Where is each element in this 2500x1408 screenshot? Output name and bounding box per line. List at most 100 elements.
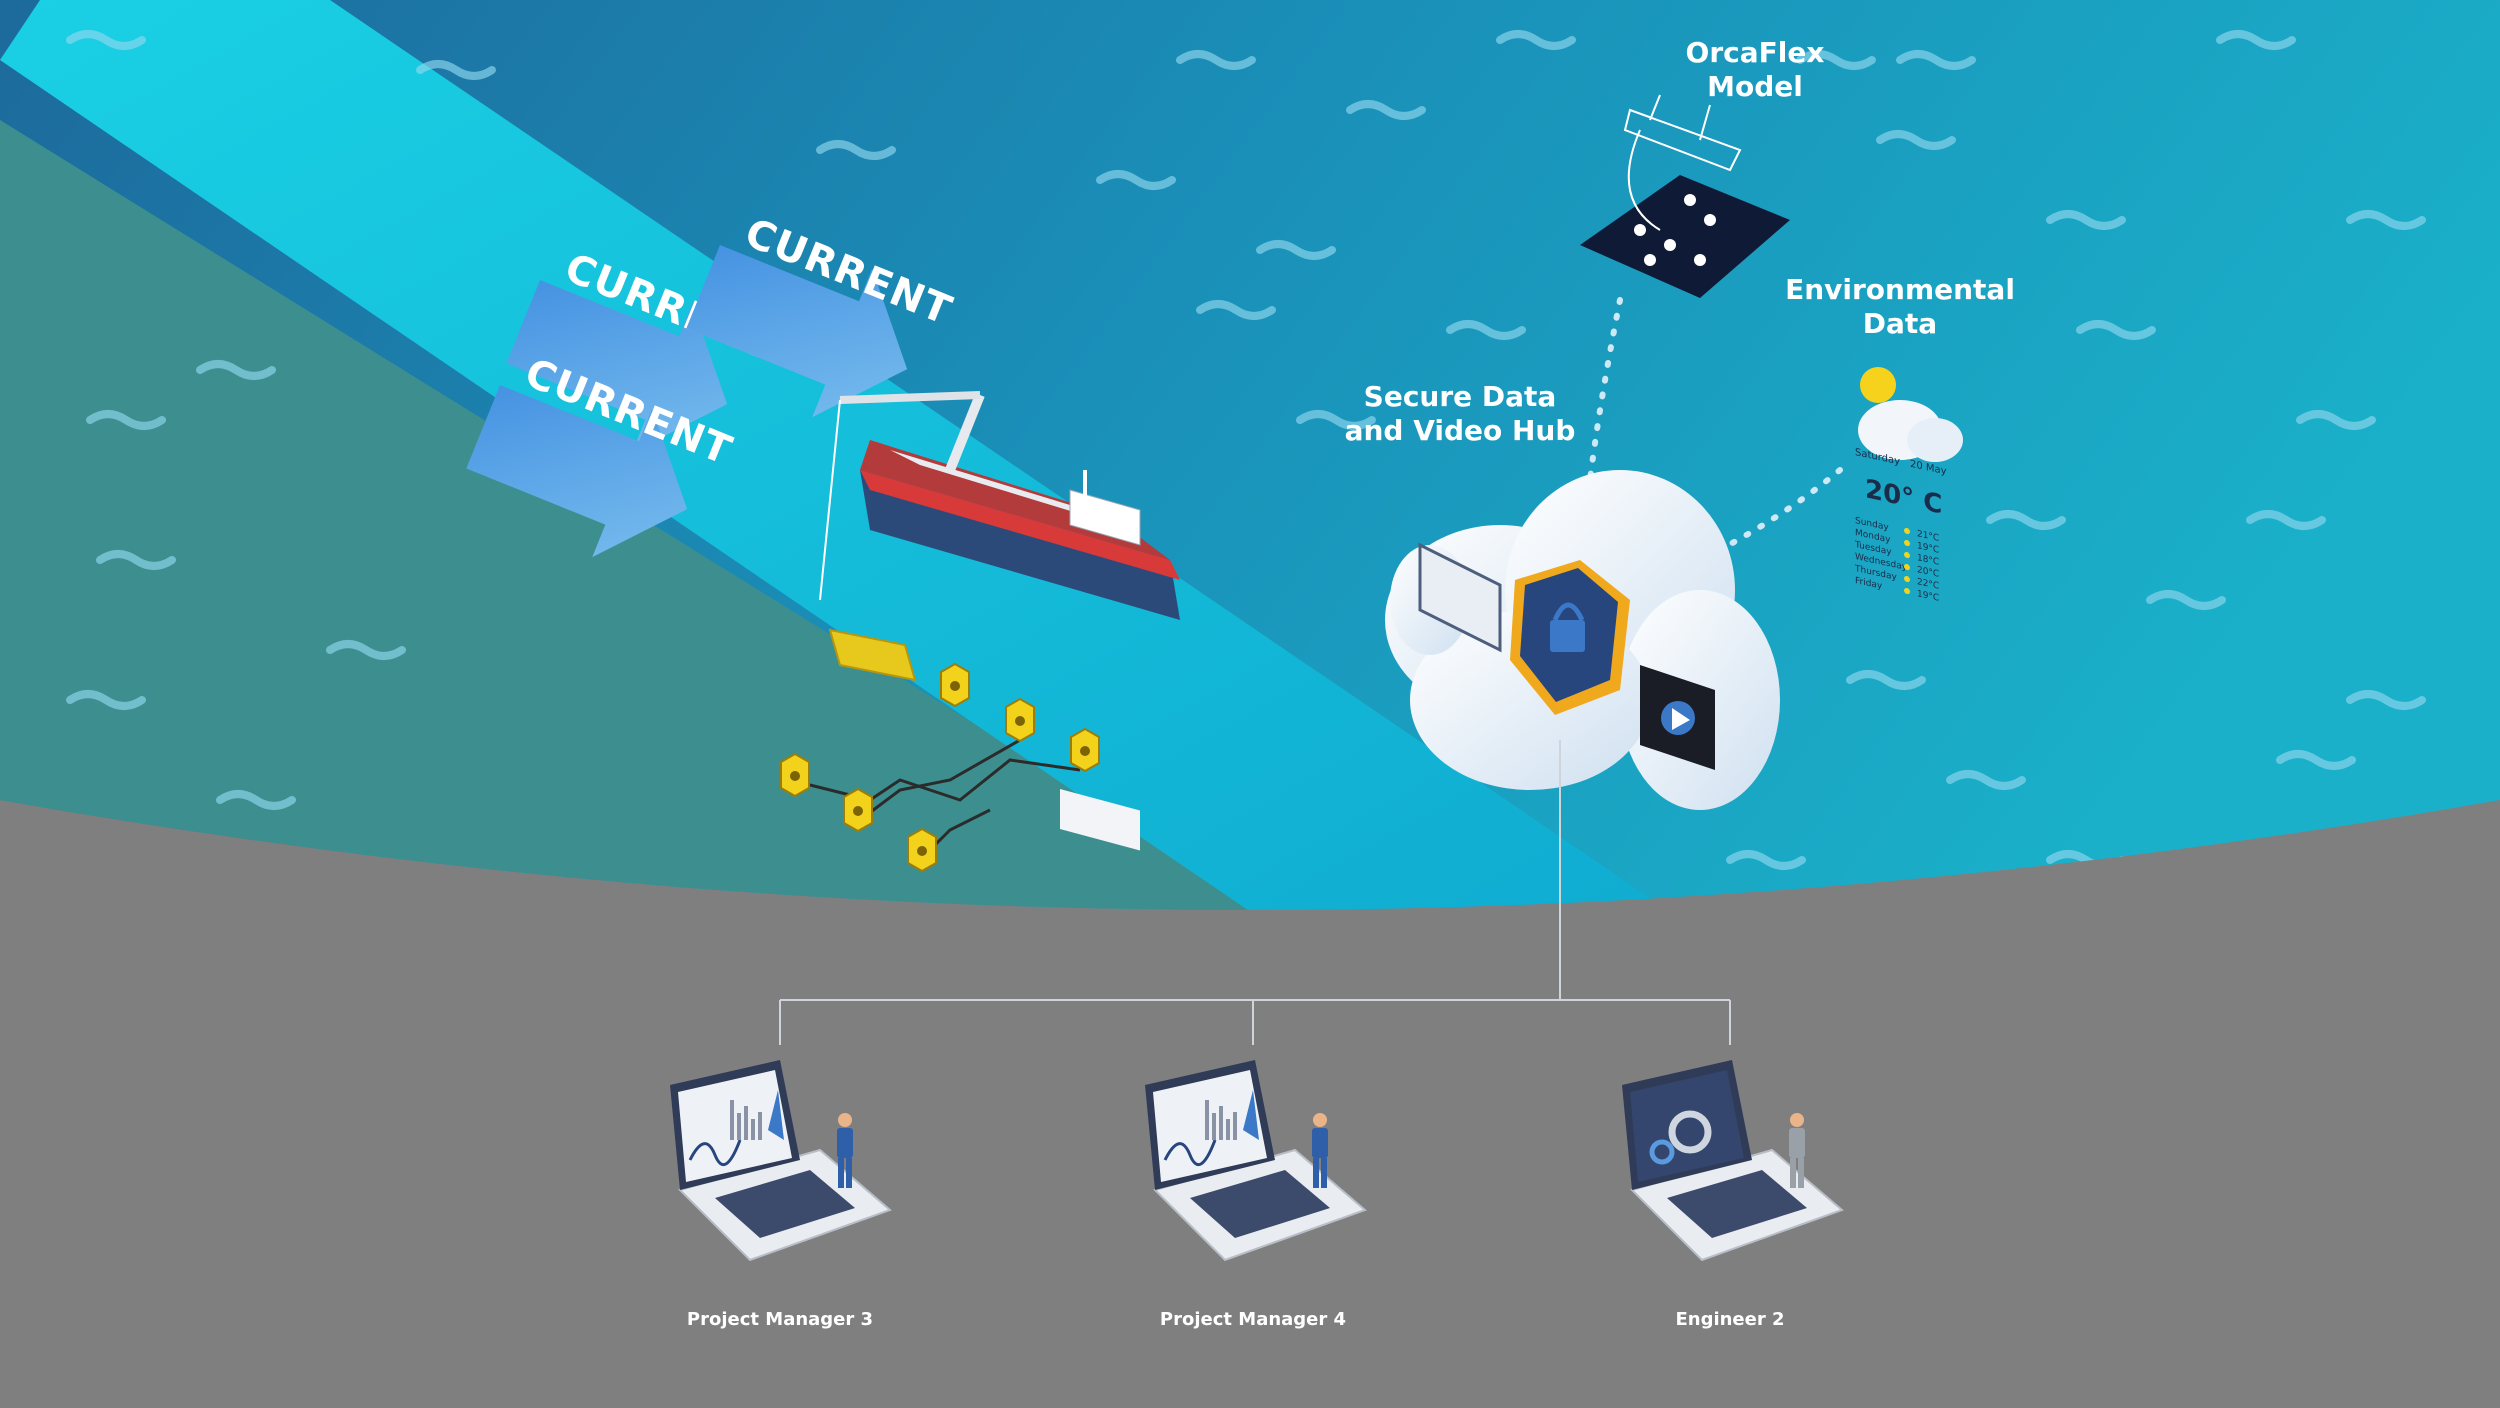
- wave-mark: [2346, 210, 2426, 230]
- wave-mark: [1846, 670, 1926, 690]
- wave-mark: [1946, 770, 2026, 790]
- person-figure: [1312, 1113, 1328, 1188]
- wave-mark: [2146, 590, 2226, 610]
- wave-mark: [2046, 210, 2126, 230]
- area-chart-icon: [1243, 1090, 1259, 1140]
- analytics-panel: [1418, 542, 1502, 653]
- environmental-label: Environmental Data: [1760, 273, 2040, 340]
- wave-mark: [1896, 50, 1976, 70]
- wave-mark: [1346, 100, 1426, 120]
- forecast-icon: [1904, 551, 1910, 559]
- model-tile: [1580, 175, 1790, 298]
- environmental-label-line1: Environmental: [1785, 273, 2015, 306]
- wave-mark: [1726, 850, 1806, 870]
- subsea-tree: [1070, 727, 1100, 773]
- laptop-display: [1153, 1070, 1267, 1182]
- bar-chart-icon: [1212, 1113, 1216, 1140]
- model-link: [1587, 297, 1623, 483]
- forecast-icon: [1904, 587, 1910, 595]
- laptop-display: [1630, 1070, 1744, 1182]
- person-figure: [837, 1113, 853, 1188]
- hub-label-line1: Secure Data: [1363, 380, 1557, 413]
- person-figure: [1789, 1113, 1805, 1188]
- orcaflex-label: OrcaFlex Model: [1620, 36, 1890, 103]
- wave-mark: [2076, 320, 2156, 340]
- subsea-tree: [780, 752, 810, 798]
- wave-mark: [1796, 50, 1876, 70]
- line-chart-icon: [688, 1139, 742, 1167]
- wave-mark: [1196, 300, 1276, 320]
- subsea-tree: [907, 827, 937, 873]
- laptop-keyboard: [715, 1170, 855, 1238]
- user-label: Project Manager 4: [1159, 1309, 1347, 1330]
- subsea-trees: [780, 662, 1100, 873]
- line-chart-icon: [1163, 1139, 1217, 1167]
- wave-mark: [1176, 50, 1256, 70]
- bar-chart-icon: [758, 1112, 762, 1140]
- bar-chart-icon: [1219, 1106, 1223, 1140]
- bar-chart-icon: [1233, 1112, 1237, 1140]
- lock-shield-icon: [1510, 560, 1630, 715]
- forecast-temp: 19°C: [1917, 589, 1939, 604]
- environmental-label-line2: Data: [1862, 306, 1938, 340]
- bar-chart-icon: [730, 1100, 734, 1140]
- hub-distribution-lines: [779, 740, 1731, 1045]
- subsea-equipment: [780, 628, 1100, 873]
- user-label: Engineer 2: [1675, 1309, 1785, 1330]
- secure-data-hub: [1385, 470, 1780, 810]
- laptop-keyboard: [1190, 1170, 1330, 1238]
- wave-mark: [2296, 410, 2376, 430]
- wave-mark: [1256, 240, 1336, 260]
- hub-label: Secure Data and Video Hub: [1320, 380, 1600, 447]
- wave-marks: [66, 30, 2426, 870]
- wave-mark: [2216, 30, 2296, 50]
- wave-mark: [1876, 130, 1956, 150]
- wave-mark: [816, 140, 896, 160]
- user-label: Project Manager 3: [686, 1309, 874, 1330]
- cloud-icon: [1858, 400, 1963, 462]
- laptop-display: [678, 1070, 792, 1182]
- area-chart-icon: [768, 1090, 784, 1140]
- wave-mark: [2346, 690, 2426, 710]
- forecast-temp: 18°C: [1917, 553, 1939, 568]
- sun-icon: [1860, 367, 1896, 403]
- user-workstation: [1622, 1060, 1844, 1262]
- wave-mark: [66, 690, 146, 710]
- video-icon: [1640, 665, 1715, 770]
- wave-mark: [86, 410, 166, 430]
- bar-chart-icon: [1205, 1100, 1209, 1140]
- gear-icon: [1668, 1110, 1712, 1154]
- orcaflex-model: [1580, 94, 1790, 298]
- wave-mark: [1986, 510, 2066, 530]
- forecast-temp: 21°C: [1917, 529, 1939, 544]
- forecast-temp: 20°C: [1917, 565, 1939, 580]
- wave-mark: [96, 550, 176, 570]
- forecast-icon: [1904, 563, 1910, 571]
- forecast-icon: [1904, 527, 1910, 535]
- bar-chart-icon: [744, 1106, 748, 1140]
- orcaflex-label-line2: Model: [1707, 69, 1803, 103]
- ocean-area: [0, 0, 2500, 910]
- wave-mark: [2246, 510, 2326, 530]
- laptop-keyboard: [1667, 1170, 1807, 1238]
- model-nodes: [1634, 194, 1716, 266]
- vessel: [819, 391, 1180, 851]
- wave-mark: [1496, 30, 1576, 50]
- bar-chart-icon: [1226, 1119, 1230, 1140]
- wave-mark: [2276, 750, 2356, 770]
- hub-label-line2: and Video Hub: [1344, 413, 1576, 447]
- users: [670, 1060, 1844, 1262]
- subsea-tree: [1005, 697, 1035, 743]
- wave-mark: [66, 30, 146, 50]
- forecast-temp: 22°C: [1917, 577, 1939, 592]
- bar-chart-icon: [751, 1119, 755, 1140]
- wave-mark: [1446, 320, 1526, 340]
- user-workstation: [670, 1060, 892, 1262]
- wave-mark: [326, 640, 406, 660]
- wave-mark: [216, 790, 296, 810]
- forecast-icon: [1904, 575, 1910, 583]
- wave-mark: [196, 360, 276, 380]
- user-workstation: [1145, 1060, 1367, 1262]
